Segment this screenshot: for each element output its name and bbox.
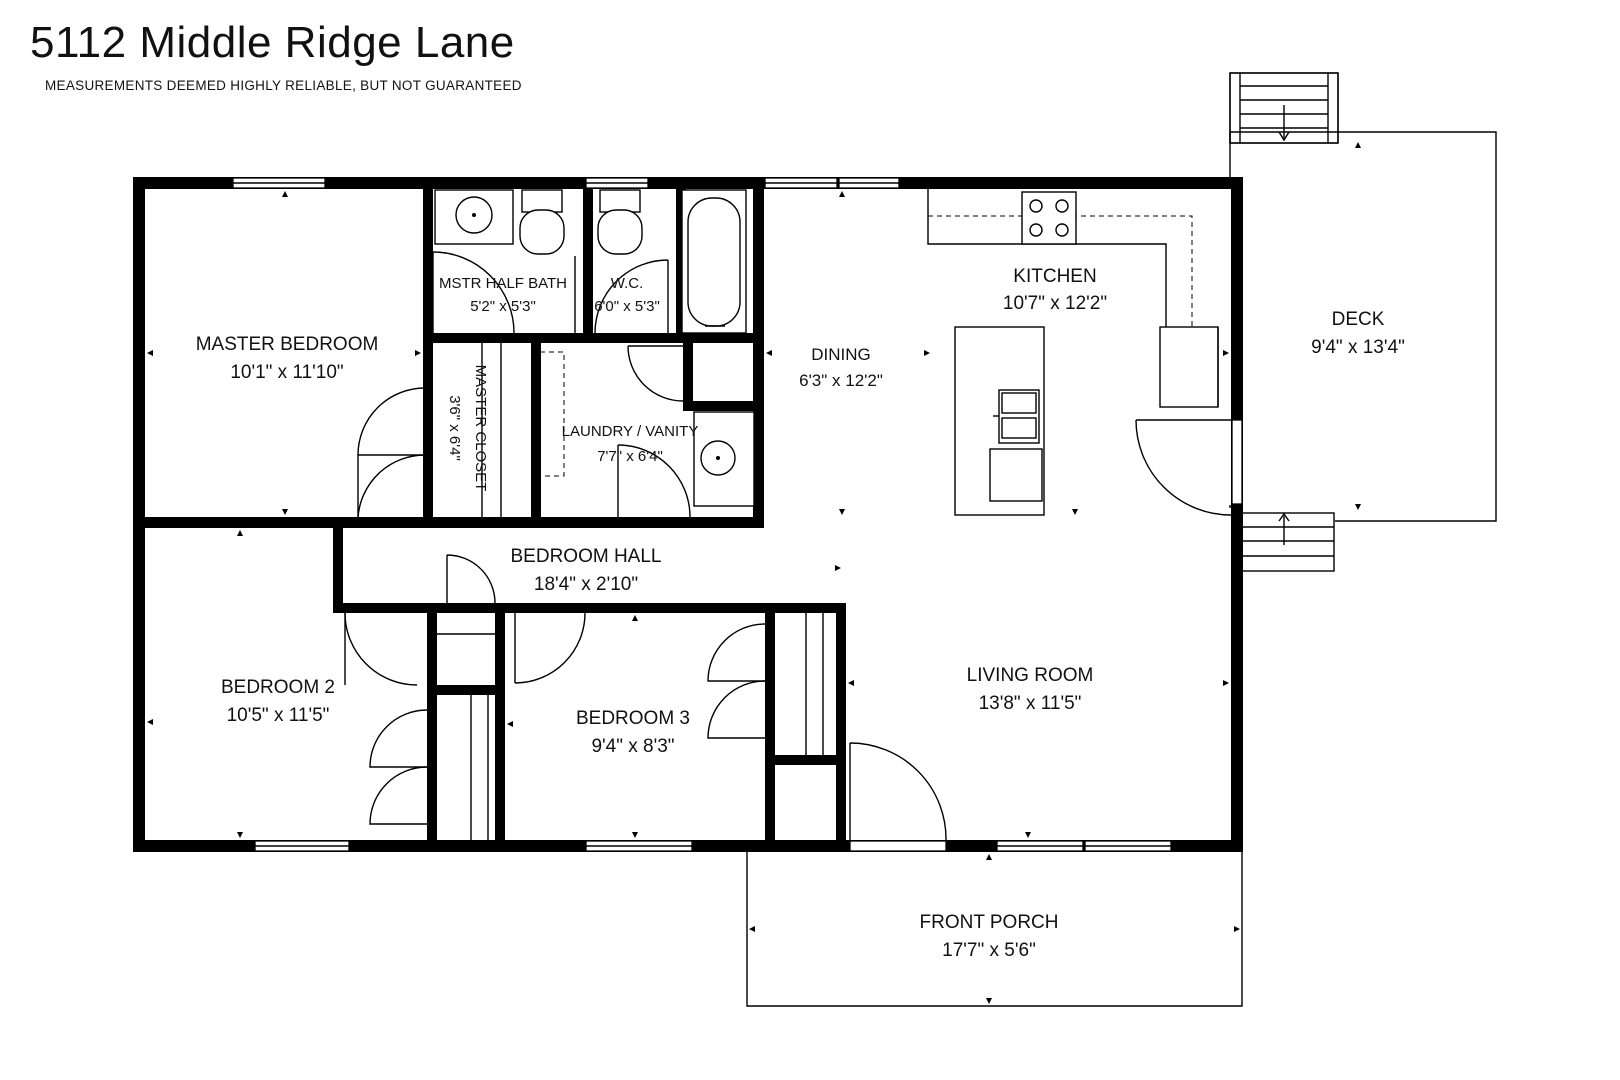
kitchen-counters [927, 189, 1219, 516]
toilet-icon [597, 189, 643, 255]
stairs-icon [1237, 512, 1335, 572]
door-swing-icon [617, 444, 691, 518]
plan-disclaimer: MEASUREMENTS DEEMED HIGHLY RELIABLE, BUT… [45, 78, 522, 93]
deck-size: 9'4" x 13'4" [1311, 337, 1405, 358]
front-porch-size: 17'7" x 5'6" [942, 940, 1036, 961]
bath-fixtures [434, 189, 755, 507]
door-swing-icon [357, 387, 426, 519]
door-swing-icon [627, 345, 684, 402]
bedroom-2-size: 10'5" x 11'5" [227, 705, 330, 726]
door-swing-icon [707, 623, 766, 739]
door-swing-icon [594, 259, 669, 334]
master-closet-name: MASTER CLOSET [472, 365, 489, 492]
interior-walls [133, 177, 846, 852]
porch-outline [746, 852, 1243, 1007]
bathtub-icon [681, 189, 747, 334]
dimension-ticks [147, 142, 1361, 1004]
windows [232, 177, 1243, 852]
kitchen-size: 10'7" x 12'2" [1003, 293, 1107, 314]
master-half-bath-name: MSTR HALF BATH [439, 275, 567, 292]
kitchen-name: KITCHEN [1013, 266, 1096, 287]
door-swing-icon [1135, 419, 1232, 516]
dining-name: DINING [811, 345, 871, 364]
doors [344, 251, 1232, 842]
master-bedroom-size: 10'1" x 11'10" [230, 362, 343, 383]
plan-title: 5112 Middle Ridge Lane [30, 18, 515, 67]
living-room-name: LIVING ROOM [967, 665, 1094, 686]
sink-icon [434, 189, 514, 245]
door-swing-icon [369, 709, 428, 825]
deck-name: DECK [1332, 309, 1385, 330]
wc-name: W.C. [611, 275, 644, 292]
sink-icon [993, 389, 1040, 444]
door-swing-icon [432, 251, 515, 334]
living-room-size: 13'8" x 11'5" [979, 693, 1082, 714]
stove-icon [1021, 191, 1077, 245]
sink-icon [693, 411, 755, 507]
door-swing-icon [446, 554, 496, 604]
wc-size: 6'0" x 5'3" [594, 298, 660, 315]
laundry-name: LAUNDRY / VANITY [562, 423, 699, 440]
laundry-size: 7'7" x 6'4" [597, 448, 663, 465]
front-porch-name: FRONT PORCH [920, 912, 1059, 933]
bedroom-3-size: 9'4" x 8'3" [591, 736, 674, 757]
door-swing-icon [344, 612, 418, 686]
room-labels: MASTER BEDROOM 10'1" x 11'10" MSTR HALF … [196, 266, 1405, 961]
bedroom-hall-size: 18'4" x 2'10" [534, 574, 638, 595]
dining-size: 6'3" x 12'2" [799, 371, 883, 390]
toilet-icon [519, 189, 565, 255]
master-half-bath-size: 5'2" x 5'3" [470, 298, 536, 315]
closet-shelves [437, 343, 824, 840]
bedroom-3-name: BEDROOM 3 [576, 708, 690, 729]
door-swing-icon [514, 612, 586, 684]
master-closet-size: 3'6" x 6'4" [446, 395, 463, 461]
door-swing-icon [837, 742, 947, 842]
stairs-icon [1229, 72, 1339, 144]
master-bedroom-name: MASTER BEDROOM [196, 334, 379, 355]
bedroom-2-name: BEDROOM 2 [221, 677, 335, 698]
bedroom-hall-name: BEDROOM HALL [511, 546, 662, 567]
